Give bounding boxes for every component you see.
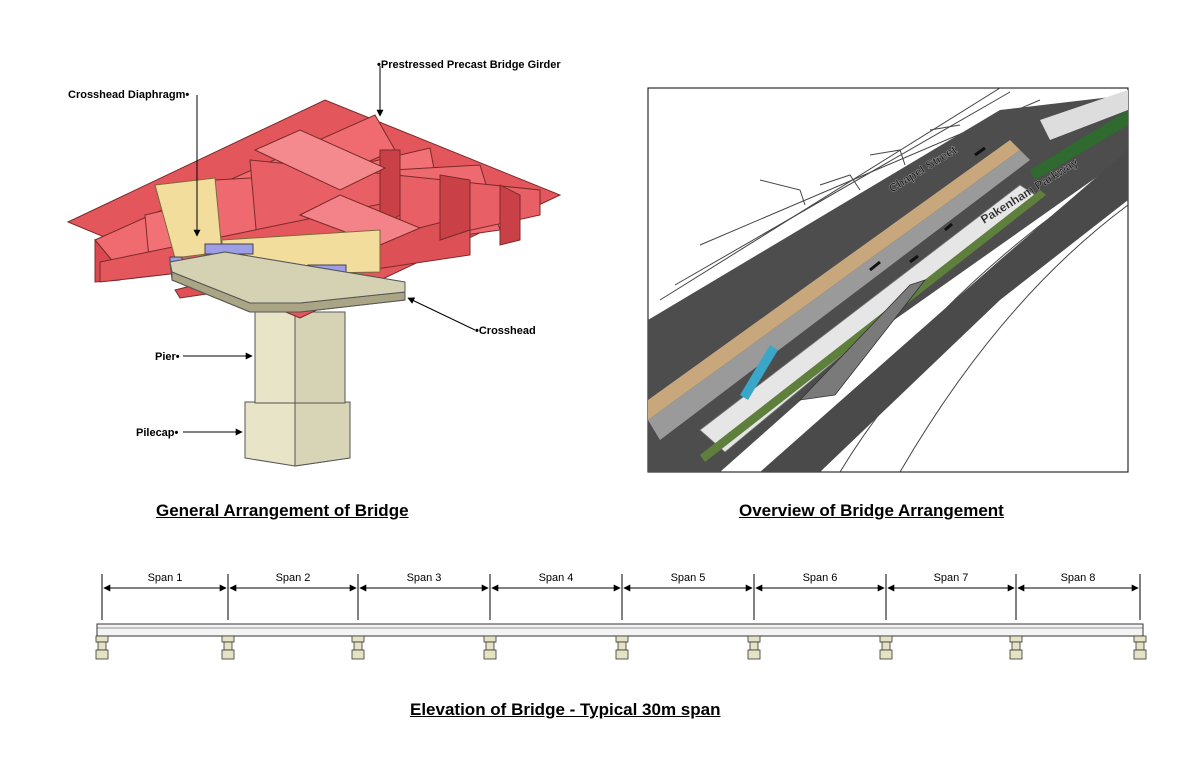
span-label: Span 3 (407, 572, 442, 584)
elevation-pier (615, 635, 629, 660)
span-label: Span 6 (803, 572, 838, 584)
span-label: Span 1 (148, 572, 183, 584)
span-label: Span 5 (671, 572, 706, 584)
elevation-pier (879, 635, 893, 660)
caption-overview: Overview of Bridge Arrangement (739, 501, 1004, 520)
caption-general-arrangement: General Arrangement of Bridge (156, 501, 409, 520)
elevation-pier (1009, 635, 1023, 660)
general-arrangement-drawing: •Prestressed Precast Bridge Girder Cross… (66, 59, 561, 467)
elevation-pier (747, 635, 761, 660)
overview-render: Chapel Street Pakenham Parkway (647, 87, 1129, 473)
span-label: Span 8 (1061, 572, 1096, 584)
pilecap-label: Pilecap• (136, 427, 179, 439)
elevation-pier (1133, 635, 1147, 660)
pier-label: Pier• (155, 351, 180, 363)
pier (254, 311, 346, 404)
elevation-drawing: Span 1 Span 2 Span 3 Span 4 Span 5 Span 6 Span… (95, 572, 1147, 660)
elevation-piers (95, 635, 1147, 660)
girder-label: •Prestressed Precast Bridge Girder (377, 59, 561, 71)
elevation-pier (95, 635, 109, 660)
diaphragm-label: Crosshead Diaphragm• (68, 89, 189, 101)
pilecap (244, 401, 351, 467)
elevation-pier (351, 635, 365, 660)
span-label: Span 4 (539, 572, 574, 584)
leader-lines (183, 66, 476, 436)
span-label: Span 7 (934, 572, 969, 584)
crosshead (169, 251, 406, 313)
elevation-pier (483, 635, 497, 660)
elevation-pier (221, 635, 235, 660)
span-label: Span 2 (276, 572, 311, 584)
span-dimensions: Span 1 Span 2 Span 3 Span 4 Span 5 Span 6 Span… (101, 572, 1141, 620)
crosshead-label: •Crosshead (475, 325, 536, 337)
caption-elevation: Elevation of Bridge - Typical 30m span (410, 700, 721, 719)
